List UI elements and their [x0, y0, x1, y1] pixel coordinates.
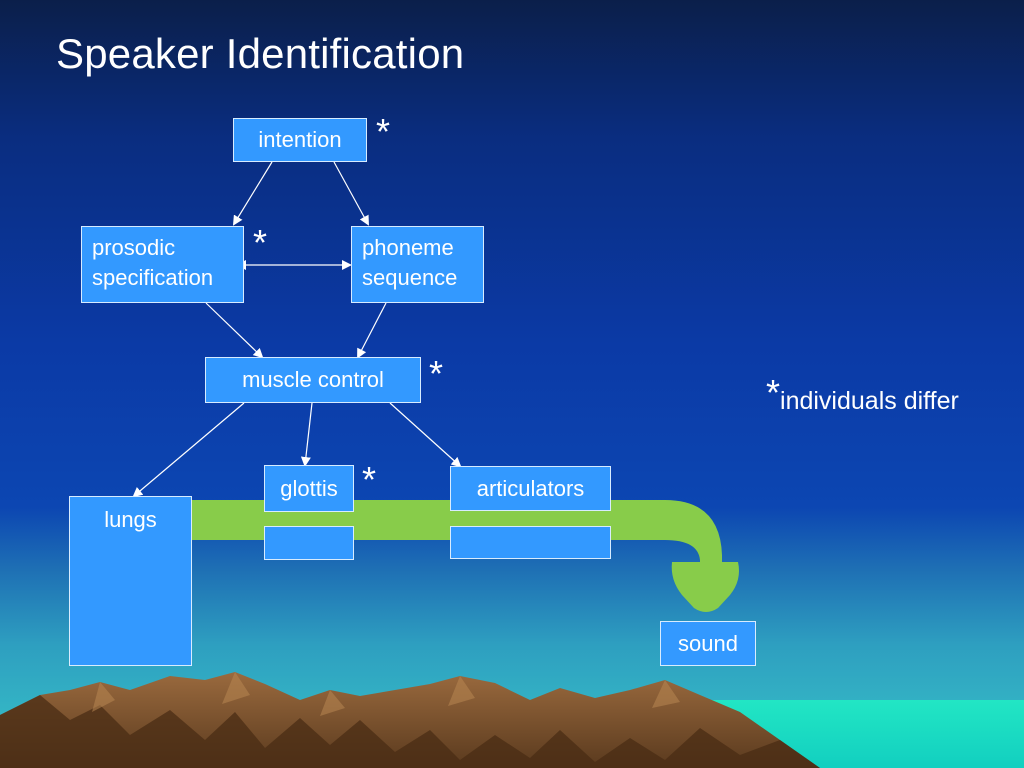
asterisk-muscle-control: * — [429, 353, 444, 394]
arrow-muscle-to-lungs — [132, 402, 245, 498]
note-asterisk: * — [766, 372, 781, 413]
node-sound-label: sound — [678, 630, 738, 656]
node-muscle-control-label: muscle control — [242, 367, 384, 392]
node-articulators: articulators — [450, 466, 611, 511]
node-lungs: lungs — [69, 496, 192, 666]
node-prosodic-label-line1: prosodic — [92, 235, 176, 260]
node-phoneme-label-line1: phoneme — [362, 235, 454, 260]
arrow-phoneme-to-muscle — [357, 302, 387, 359]
arrow-muscle-to-articulators — [389, 402, 462, 468]
node-intention-label: intention — [258, 127, 342, 152]
arrow-muscle-to-glottis — [300, 402, 313, 467]
node-articulators-label: articulators — [476, 475, 585, 501]
arrow-prosodic-to-muscle — [205, 302, 264, 359]
note-text: individuals differ — [780, 387, 959, 415]
airflow-arrowhead — [671, 562, 739, 612]
note-individuals-differ: *individuals differ — [766, 372, 959, 416]
mountain-shadows — [0, 695, 820, 768]
node-glottis-lower — [264, 526, 354, 560]
node-prosodic-specification: prosodic specification — [81, 226, 244, 303]
node-phoneme-label-line2: sequence — [362, 265, 458, 290]
asterisk-glottis: * — [362, 459, 377, 500]
node-sound: sound — [660, 621, 756, 666]
arrow-intention-to-phoneme — [333, 161, 369, 226]
node-intention: intention — [233, 118, 367, 162]
asterisk-prosodic: * — [253, 222, 268, 263]
node-muscle-control: muscle control — [205, 357, 421, 403]
slide-title: Speaker Identification — [56, 30, 465, 77]
node-lungs-label: lungs — [104, 507, 157, 532]
arrow-intention-to-prosodic — [232, 161, 273, 226]
mountain-highlights — [92, 672, 680, 716]
node-glottis-label: glottis — [280, 475, 338, 501]
node-phoneme-sequence: phoneme sequence — [351, 226, 484, 303]
node-articulators-lower — [450, 526, 611, 559]
node-prosodic-label-line2: specification — [92, 265, 214, 290]
node-glottis: glottis — [264, 465, 354, 512]
asterisk-intention: * — [376, 111, 391, 152]
